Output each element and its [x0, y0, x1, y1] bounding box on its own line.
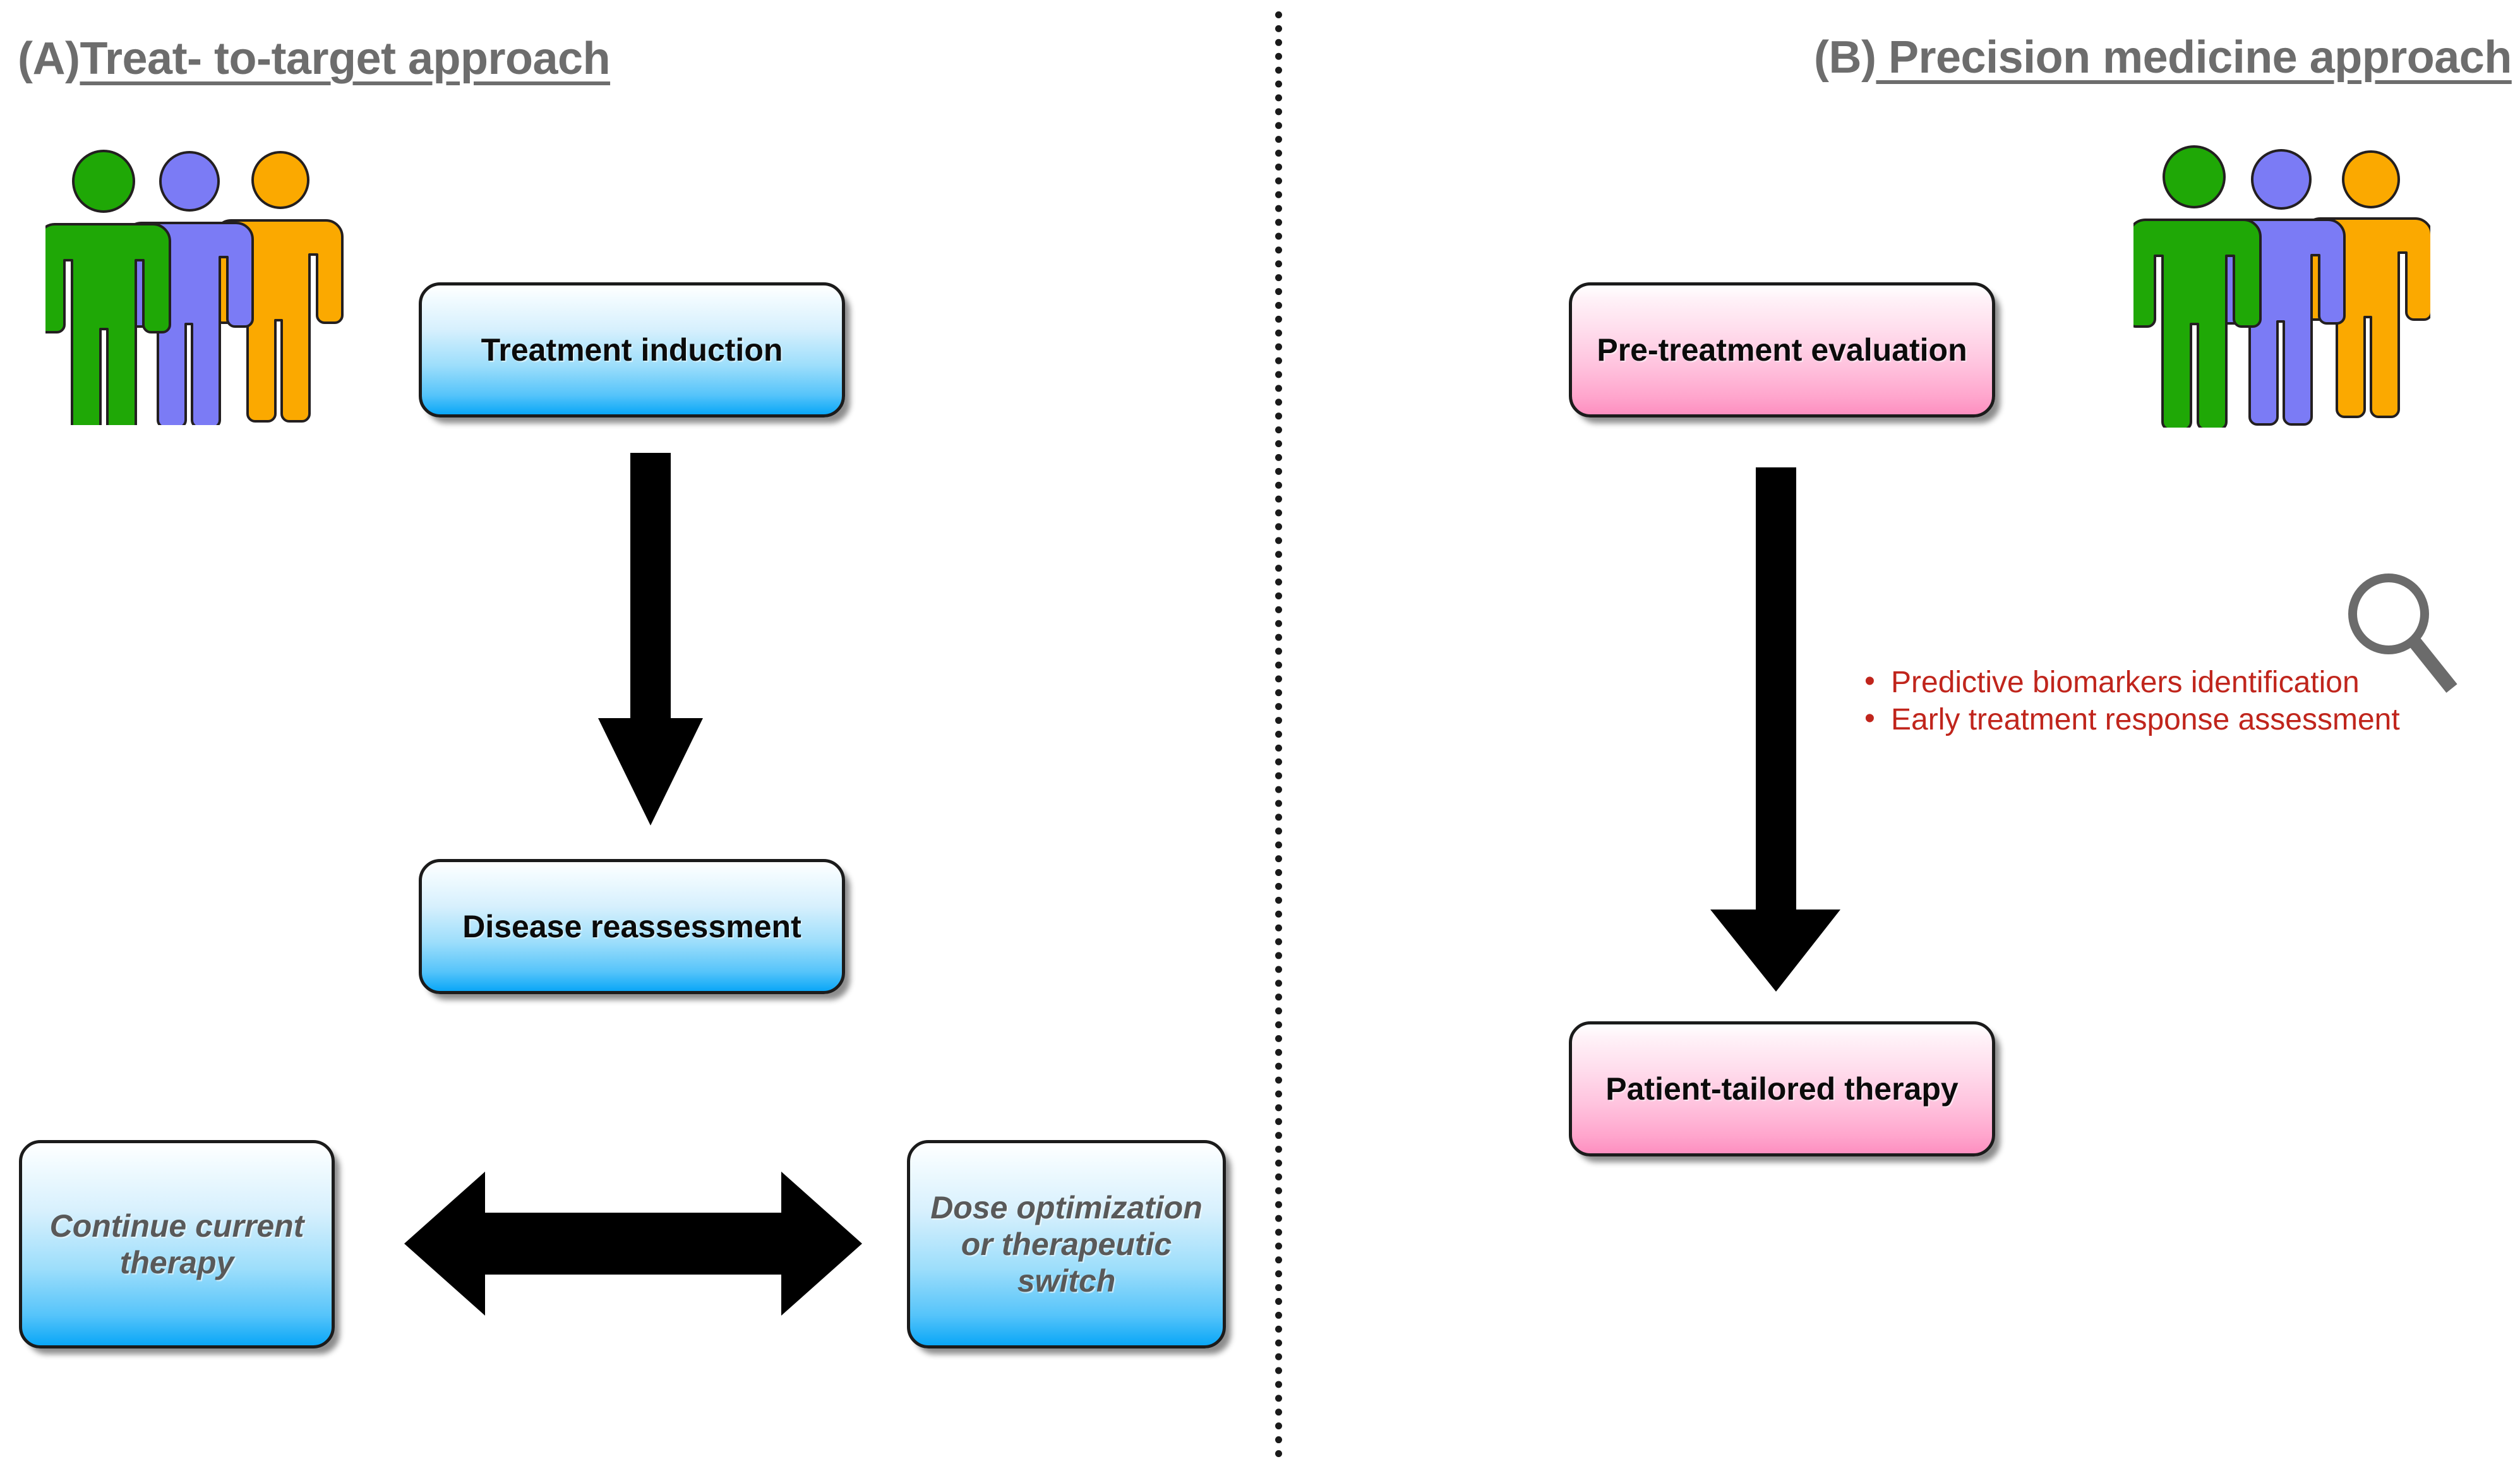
box-disease-reassessment[interactable]: Disease reassessment [419, 859, 845, 994]
arrow-down-icon-b [1710, 467, 1840, 992]
annotation-bullet-list: Predictive biomarkers identification Ear… [1864, 663, 2502, 739]
box-continue-current-therapy[interactable]: Continue current therapy [19, 1140, 335, 1348]
box-pre-treatment-evaluation[interactable]: Pre-treatment evaluation [1569, 282, 1995, 417]
box-treatment-induction-label: Treatment induction [481, 332, 783, 368]
panel-divider [1275, 11, 1282, 1458]
arrow-left-right-icon [404, 1172, 862, 1316]
panel-b-title: (B) Precision medicine approach [1814, 32, 2512, 83]
magnifier-icon [2348, 573, 2457, 693]
person-green [2133, 145, 2262, 428]
patient-cohort-b [2133, 145, 2430, 428]
person-green [45, 150, 171, 425]
box-patient-tailored-therapy[interactable]: Patient-tailored therapy [1569, 1021, 1995, 1156]
box-pre-treatment-evaluation-label: Pre-treatment evaluation [1597, 332, 1967, 368]
box-patient-tailored-therapy-label: Patient-tailored therapy [1605, 1071, 1959, 1107]
panel-b-label: (B) [1814, 32, 1876, 83]
box-dose-optimization-label: Dose optimization or therapeutic switch [930, 1190, 1203, 1299]
box-dose-optimization-or-therapeutic-switch[interactable]: Dose optimization or therapeutic switch [907, 1140, 1226, 1348]
patient-cohort-a [45, 150, 344, 425]
panel-a-title: (A)Treat- to-target approach [18, 33, 611, 85]
box-treatment-induction[interactable]: Treatment induction [419, 282, 845, 417]
panel-b-title-text: Precision medicine approach [1876, 32, 2512, 83]
arrow-down-icon-a [598, 453, 703, 826]
panel-a-label: (A) [18, 33, 80, 84]
annotation-bullet-item: Early treatment response assessment [1864, 700, 2502, 739]
box-disease-reassessment-label: Disease reassessment [462, 909, 801, 944]
box-continue-current-therapy-label: Continue current therapy [49, 1208, 304, 1280]
panel-a-title-text: Treat- to-target approach [80, 33, 611, 84]
annotation-bullet-item: Predictive biomarkers identification [1864, 663, 2502, 702]
